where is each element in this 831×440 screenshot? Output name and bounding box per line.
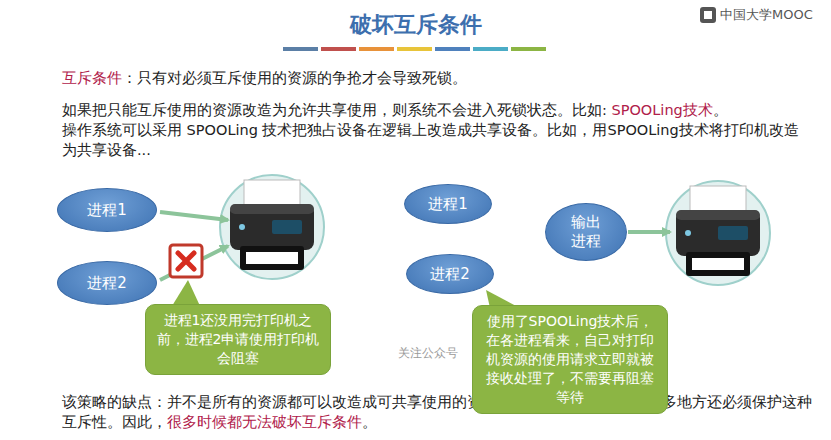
highlight-text: 很多时候都无法破坏互斥条件: [167, 414, 362, 430]
label-text: 操作系统可以采用 SPOOLing 技术把独占设备在逻辑上改造成共享设备。比如，…: [62, 122, 799, 158]
note-callout: 进程1还没用完打印机之前，进程2申请使用打印机会阻塞: [145, 304, 331, 375]
blocked-icon: [170, 245, 202, 277]
node-text: 进程1: [87, 201, 127, 220]
callout-pointer: [172, 280, 200, 306]
process-ellipse: 进程1: [404, 184, 492, 224]
node-text: 进程1还没用完打印机之前，进程2申请使用打印机会阻塞: [156, 311, 320, 368]
label-text: 中国大学MOOC: [720, 7, 813, 22]
label-text: 。: [713, 102, 728, 118]
process-ellipse: 输出进程: [545, 203, 627, 261]
slide-title: 破坏互斥条件: [0, 10, 831, 40]
title-bar: [283, 47, 546, 51]
highlight-text: SPOOLing技术: [612, 102, 713, 118]
label-text: 。: [362, 414, 377, 430]
process-ellipse: 进程1: [57, 188, 157, 232]
node-text: 进程2: [87, 274, 127, 293]
label-text: 如果把只能互斥使用的资源改造为允许共享使用，则系统不会进入死锁状态。比如:: [62, 102, 612, 118]
paragraph: 该策略的缺点：并不是所有的资源都可以改造成可共享使用的资源。并且为了系统安全，很…: [62, 392, 817, 432]
printer-icon: [666, 181, 770, 285]
request-arrow: [160, 212, 228, 220]
output-arrow: [628, 230, 670, 234]
process-ellipse: 进程2: [406, 254, 494, 294]
watermark: 关注公众号: [398, 343, 468, 363]
paragraph: 如果把只能互斥使用的资源改造为允许共享使用，则系统不会进入死锁状态。比如: SP…: [62, 100, 812, 120]
node-text: 进程2: [430, 265, 470, 284]
paragraph: 互斥条件：只有对必须互斥使用的资源的争抢才会导致死锁。: [62, 68, 802, 88]
label-text: ：只有对必须互斥使用的资源的争抢才会导致死锁。: [122, 70, 467, 86]
label-text: 关注公众号: [398, 346, 458, 360]
request-arrow: [160, 246, 228, 280]
process-ellipse: 进程2: [57, 261, 157, 305]
node-text: 进程1: [428, 195, 468, 214]
paragraph: 操作系统可以采用 SPOOLing 技术把独占设备在逻辑上改造成共享设备。比如，…: [62, 120, 812, 160]
note-callout: 使用了SPOOLing技术后，在各进程看来，自己对打印机资源的使用请求立即就被接…: [472, 305, 668, 414]
logo-text: 中国大学MOOC: [720, 5, 828, 25]
node-text: 输出进程: [570, 213, 602, 251]
node-text: 使用了SPOOLing技术后，在各进程看来，自己对打印机资源的使用请求立即就被接…: [483, 312, 657, 407]
logo-icon: [700, 7, 716, 23]
printer-icon: [220, 175, 324, 279]
highlight-text: 互斥条件: [62, 70, 122, 86]
